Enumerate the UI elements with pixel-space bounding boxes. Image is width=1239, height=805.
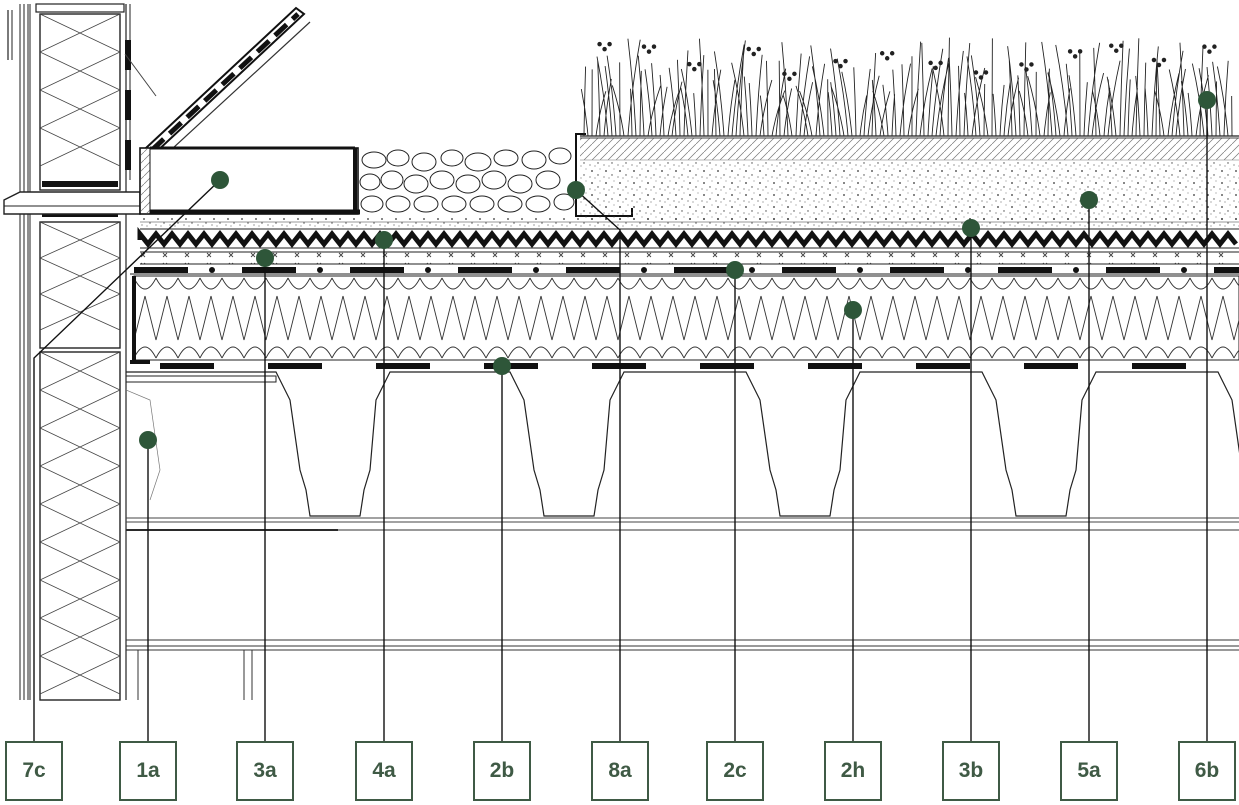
dot-3a — [256, 249, 274, 267]
vegetation — [580, 37, 1239, 137]
callout-text-3a: 3a — [253, 759, 277, 782]
membrane-layers — [130, 251, 1239, 275]
callout-label-4a: 4a — [355, 741, 413, 801]
callout-label-8a: 8a — [591, 741, 649, 801]
callout-label-5a: 5a — [1060, 741, 1118, 801]
drainage-mat — [137, 226, 1239, 249]
callout-text-2c: 2c — [723, 759, 747, 782]
callout-label-3b: 3b — [942, 741, 1000, 801]
exterior-wall — [3, 3, 141, 701]
callout-text-5a: 5a — [1077, 759, 1101, 782]
dot-2c — [726, 261, 744, 279]
callout-label-1a: 1a — [119, 741, 177, 801]
callout-text-2b: 2b — [489, 759, 515, 782]
support-beam — [126, 529, 1239, 700]
substrate-layer — [140, 137, 1239, 230]
callout-text-7c: 7c — [22, 759, 46, 782]
dot-7c — [211, 171, 229, 189]
leader-8a — [575, 189, 621, 741]
dot-2b — [493, 357, 511, 375]
dot-1a — [139, 431, 157, 449]
callout-label-2c: 2c — [706, 741, 764, 801]
gravel-strip — [359, 146, 578, 218]
roof-hatch — [124, 6, 375, 215]
dot-3b — [962, 219, 980, 237]
callout-label-3a: 3a — [236, 741, 294, 801]
trapezoidal-steel-deck — [125, 371, 1239, 531]
insulation-layer — [130, 275, 1239, 369]
dot-5a — [1080, 191, 1098, 209]
callout-text-6b: 6b — [1194, 759, 1220, 782]
dot-2h — [844, 301, 862, 319]
callout-text-3b: 3b — [958, 759, 984, 782]
callout-label-6b: 6b — [1178, 741, 1236, 801]
callout-text-1a: 1a — [136, 759, 160, 782]
leader-7c — [33, 179, 221, 741]
dot-4a — [375, 231, 393, 249]
callout-label-2b: 2b — [473, 741, 531, 801]
callout-label-2h: 2h — [824, 741, 882, 801]
dot-6b — [1198, 91, 1216, 109]
callout-label-7c: 7c — [5, 741, 63, 801]
dot-8a — [567, 181, 585, 199]
callout-leaders — [33, 100, 1208, 741]
callout-dots — [139, 91, 1216, 449]
callout-text-2h: 2h — [840, 759, 866, 782]
callout-text-4a: 4a — [372, 759, 396, 782]
callout-text-8a: 8a — [608, 759, 632, 782]
